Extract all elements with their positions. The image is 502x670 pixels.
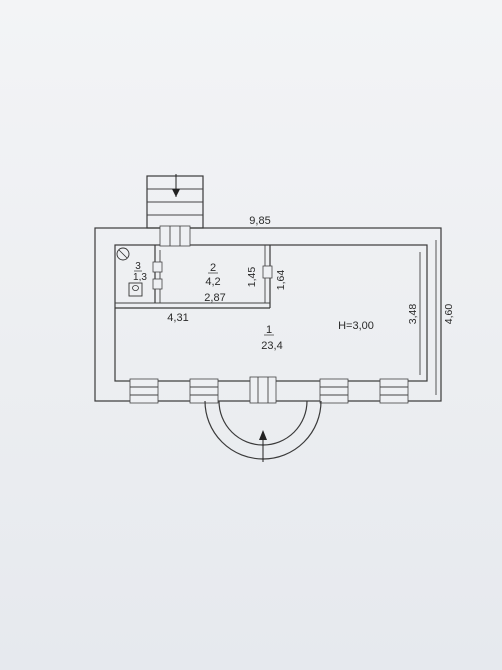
porch-arrow-head bbox=[259, 430, 267, 440]
sink-icon bbox=[116, 247, 130, 261]
room2-area: 4,2 bbox=[205, 276, 220, 288]
dim-room2-width: 2,87 bbox=[204, 292, 225, 304]
outer-wall bbox=[94, 227, 442, 402]
room3-number: 3 bbox=[135, 261, 141, 272]
top-door-opening bbox=[159, 225, 191, 247]
door-room2 bbox=[262, 265, 273, 279]
windows-bottom bbox=[129, 378, 409, 404]
dim-overall-width: 9,85 bbox=[249, 215, 270, 227]
door-room3-a bbox=[152, 261, 163, 273]
bottom-door-opening bbox=[249, 376, 277, 404]
dim-corridor-width: 4,31 bbox=[167, 312, 188, 324]
dim-room2-height-b: 1,64 bbox=[275, 270, 287, 291]
toilet-icon bbox=[128, 282, 143, 297]
room1-number: 1 bbox=[266, 324, 272, 336]
room1-area: 23,4 bbox=[261, 340, 282, 352]
door-room3-b bbox=[152, 278, 163, 290]
room3-area: 1,3 bbox=[133, 272, 147, 283]
room2-number: 2 bbox=[210, 262, 216, 274]
dim-overall-height: 4,60 bbox=[443, 304, 455, 325]
entrance-arrow-head bbox=[172, 189, 180, 197]
dim-room2-height-a: 1,45 bbox=[246, 267, 258, 288]
ceiling-height: H=3,00 bbox=[338, 320, 374, 332]
dim-inner-height: 3,48 bbox=[407, 304, 419, 325]
